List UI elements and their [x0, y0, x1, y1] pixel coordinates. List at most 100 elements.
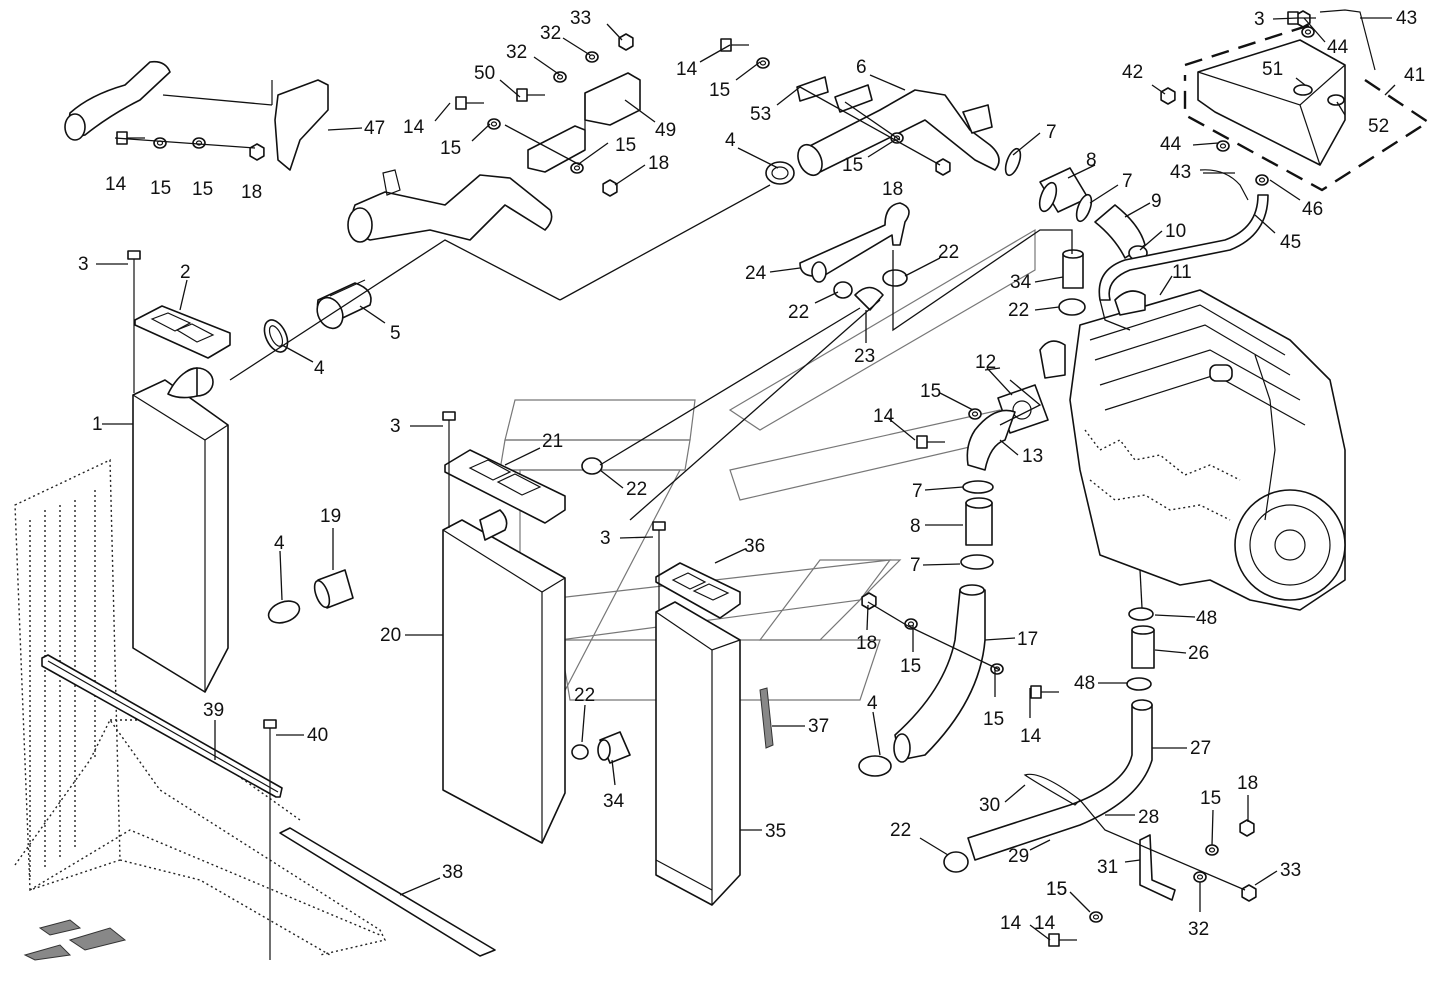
washer-hole-mark [573, 165, 581, 171]
callout-22: 22 [1008, 300, 1029, 321]
callout-7: 7 [1122, 171, 1133, 192]
part-30-clip [1023, 773, 1081, 806]
engine-block [1039, 289, 1346, 611]
callout-22: 22 [574, 685, 595, 706]
callout-48: 48 [1074, 673, 1095, 694]
callout-15: 15 [1046, 879, 1067, 900]
callout-47: 47 [364, 118, 385, 139]
part-34-sleeve-a [1062, 249, 1084, 289]
part-7-ring-c [962, 480, 994, 494]
part-4-clamp-top [765, 161, 795, 185]
part-22-clamp-c [1058, 298, 1086, 316]
callout-15: 15 [615, 135, 636, 156]
callout-45: 45 [1280, 232, 1301, 253]
callout-18: 18 [856, 633, 877, 654]
callout-51: 51 [1262, 59, 1283, 80]
callout-labels: 33 32 32 50 14 15 15 18 49 14 15 15 14 1… [78, 8, 1425, 940]
callout-14: 14 [1000, 913, 1022, 934]
washer-mark [968, 408, 982, 420]
callout-46: 46 [1302, 199, 1323, 220]
callout-21: 21 [542, 431, 563, 452]
callout-37: 37 [808, 716, 829, 737]
callout-12: 12 [975, 352, 996, 373]
callout-29: 29 [1008, 846, 1029, 867]
callout-15: 15 [709, 80, 730, 101]
washer-hole-mark [1196, 874, 1204, 880]
callout-40: 40 [307, 725, 328, 746]
callout-18: 18 [882, 179, 903, 200]
callout-15: 15 [900, 656, 921, 677]
washer-mark [570, 162, 584, 174]
callout-8: 8 [910, 516, 921, 537]
part-22-clamp-e [571, 744, 589, 760]
callout-14: 14 [1034, 913, 1056, 934]
callout-15: 15 [192, 179, 213, 200]
callout-34: 34 [1010, 272, 1032, 293]
part-22-clamp-d [581, 457, 603, 475]
callout-42: 42 [1122, 62, 1143, 83]
callout-14: 14 [105, 174, 127, 195]
part-2-bracket [134, 305, 231, 359]
nut-mark [1160, 87, 1176, 105]
callout-14: 14 [1020, 726, 1042, 747]
callout-43: 43 [1170, 162, 1191, 183]
washer-mark [487, 118, 501, 130]
callout-30: 30 [979, 795, 1000, 816]
nut-mark [1241, 884, 1257, 902]
callout-18: 18 [648, 153, 669, 174]
callout-33: 33 [570, 8, 591, 29]
part-43-hose [1199, 169, 1249, 201]
bolt-head-mark [455, 96, 467, 110]
callout-17: 17 [1017, 629, 1038, 650]
part-7-ring-d [960, 554, 994, 570]
washer-mark [553, 71, 567, 83]
callout-11: 11 [1172, 262, 1192, 283]
washer-hole-mark [907, 621, 915, 627]
callout-22: 22 [626, 479, 647, 500]
washer-mark [756, 57, 770, 69]
part-7-ring-b [1075, 193, 1093, 223]
callout-49: 49 [655, 120, 676, 141]
callout-4: 4 [867, 693, 878, 714]
callout-24: 24 [745, 263, 767, 284]
callout-27: 27 [1190, 738, 1211, 759]
callout-5: 5 [390, 323, 401, 344]
part-23-elbow [854, 286, 884, 311]
callout-22: 22 [788, 302, 809, 323]
callout-20: 20 [380, 625, 401, 646]
callout-15: 15 [440, 138, 461, 159]
callout-3: 3 [78, 254, 89, 275]
washer-mark [153, 137, 167, 149]
callout-36: 36 [744, 536, 765, 557]
callout-26: 26 [1188, 643, 1209, 664]
washer-hole-mark [759, 60, 767, 66]
top-left-pipe-ghost [64, 60, 553, 243]
washer-hole-mark [971, 411, 979, 417]
nut-mark [602, 179, 618, 197]
washer-mark [1089, 911, 1103, 923]
washer-mark [1205, 844, 1219, 856]
part-47-bracket [271, 79, 329, 171]
watermark-logo [499, 228, 1036, 701]
callout-19: 19 [320, 506, 341, 527]
callout-4: 4 [725, 130, 736, 151]
callout-7: 7 [912, 481, 923, 502]
part-53-plate [796, 76, 829, 102]
callout-3: 3 [390, 416, 401, 437]
part-48-clamp-a [1128, 607, 1154, 621]
part-3-bolt-c [442, 411, 456, 528]
callout-28: 28 [1138, 807, 1159, 828]
part-41-tank-group [1183, 9, 1431, 192]
callout-52: 52 [1368, 116, 1389, 137]
callout-32: 32 [506, 42, 527, 63]
part-39-bar [41, 654, 283, 798]
callout-44: 44 [1327, 37, 1349, 58]
nut-mark [249, 143, 265, 161]
callout-18: 18 [241, 182, 262, 203]
part-37-seal [759, 687, 774, 749]
part-38-strip [279, 827, 496, 957]
callout-43: 43 [1396, 8, 1417, 29]
callout-9: 9 [1151, 191, 1162, 212]
washer-hole-mark [1208, 847, 1216, 853]
